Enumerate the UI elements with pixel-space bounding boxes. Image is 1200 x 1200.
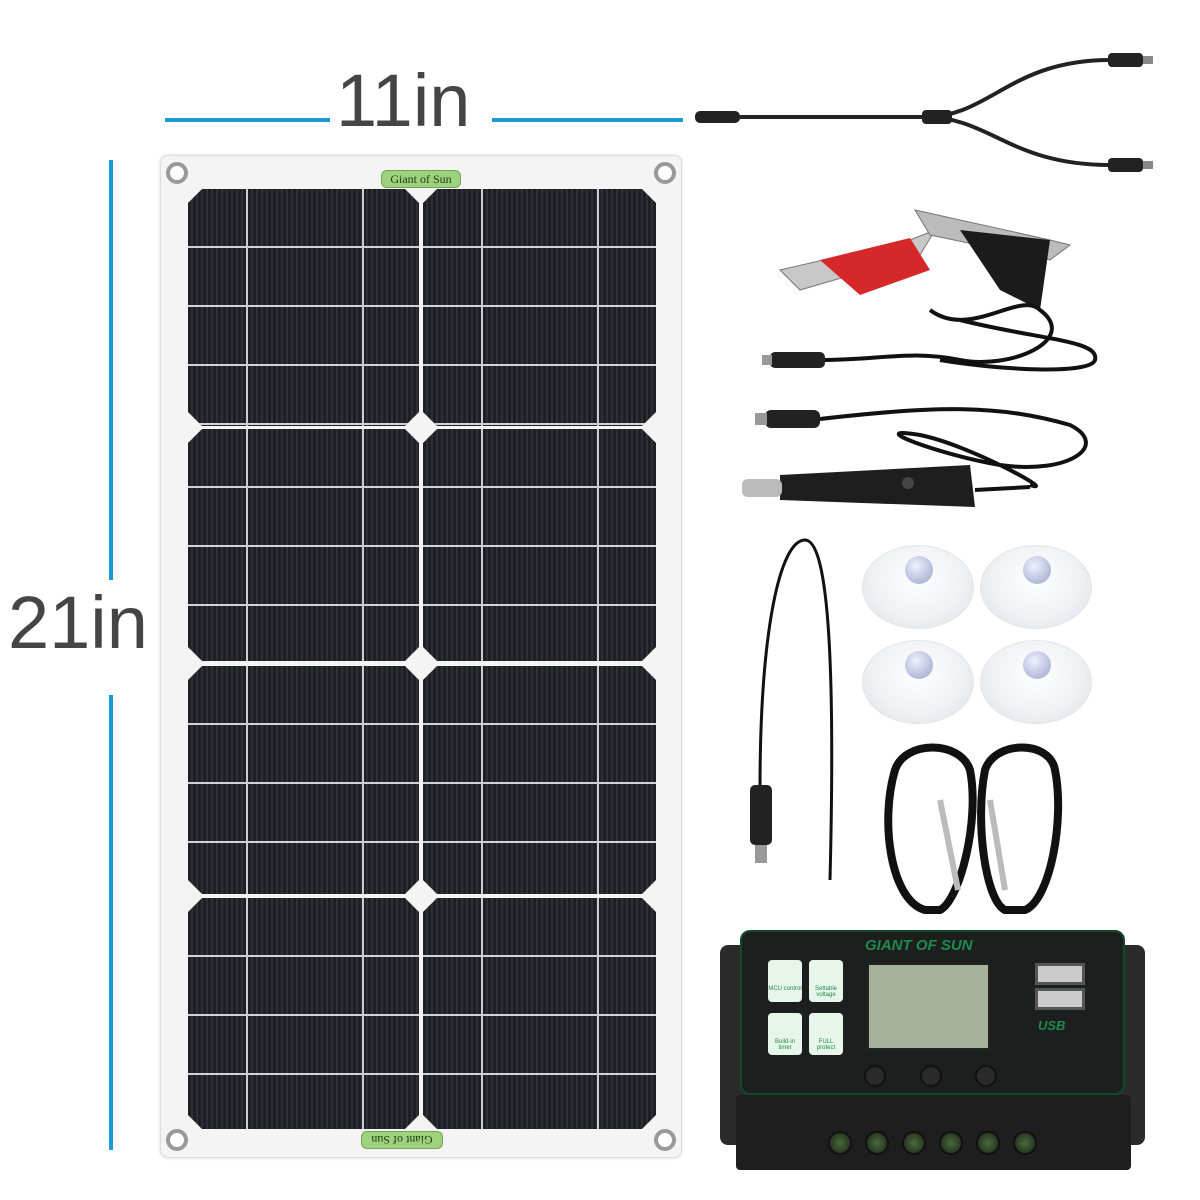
- feature-build-in-timer: Build-in timer: [768, 1013, 802, 1055]
- terminal-screw: [976, 1131, 1000, 1155]
- busbar: [246, 666, 248, 894]
- solar-cell-block: [188, 189, 419, 426]
- mount-hole: [654, 162, 676, 184]
- suction-cup: [862, 545, 974, 629]
- menu-button[interactable]: [864, 1065, 886, 1087]
- feature-settable-voltage: Settable voltage: [809, 960, 843, 1002]
- terminal-screw: [865, 1131, 889, 1155]
- width-dimension-line-right: [492, 118, 683, 122]
- mount-hole: [166, 1129, 188, 1151]
- solar-cell-block: [423, 189, 656, 426]
- solar-cell-block: [188, 898, 419, 1129]
- usb-port[interactable]: [1035, 963, 1085, 985]
- width-dimension-line-left: [165, 118, 330, 122]
- busbar: [362, 189, 364, 426]
- lcd-screen: [867, 963, 990, 1050]
- width-label: 11in: [336, 59, 471, 142]
- y-splitter-cable: [695, 53, 1153, 172]
- busbar: [597, 189, 599, 426]
- charge-controller: GIANT OF SUN MCU control Settable voltag…: [720, 925, 1145, 1170]
- suction-cup: [862, 640, 974, 724]
- terminal-cover: [736, 1095, 1131, 1170]
- busbar: [597, 666, 599, 894]
- mount-hole: [166, 162, 188, 184]
- mount-hole: [654, 1129, 676, 1151]
- busbar: [597, 429, 599, 661]
- height-dimension-line-bottom: [109, 695, 113, 1150]
- solar-cell-block: [423, 429, 656, 661]
- terminal-screw: [939, 1131, 963, 1155]
- down-button[interactable]: [975, 1065, 997, 1087]
- busbar: [481, 898, 483, 1129]
- busbar: [481, 666, 483, 894]
- solar-cell-block: [423, 898, 656, 1129]
- feature-full-protect: FULL protect: [809, 1013, 843, 1055]
- terminal-screw: [828, 1131, 852, 1155]
- brand-label-bottom: Giant of Sun: [361, 1131, 443, 1149]
- suction-cup: [980, 545, 1092, 629]
- car-charger-cable: [742, 407, 1088, 507]
- busbar: [246, 189, 248, 426]
- solar-cell-block: [188, 666, 419, 894]
- busbar: [481, 189, 483, 426]
- controller-brand: GIANT OF SUN: [865, 937, 973, 954]
- terminal-screw: [902, 1131, 926, 1155]
- height-label: 21in: [8, 581, 148, 664]
- solar-cell-block: [423, 666, 656, 894]
- usb-label: USB: [1038, 1018, 1066, 1033]
- usb-port[interactable]: [1035, 988, 1085, 1010]
- busbar: [362, 429, 364, 661]
- suction-cup: [980, 640, 1092, 724]
- solar-cell-block: [188, 429, 419, 661]
- busbar: [362, 898, 364, 1129]
- up-button[interactable]: [920, 1065, 942, 1087]
- alligator-clip-cable: [762, 209, 1098, 372]
- solar-panel: Giant of Sun Giant of Sun: [160, 155, 682, 1158]
- busbar: [481, 429, 483, 661]
- carabiners: [884, 743, 1063, 914]
- feature-mcu-control: MCU control: [768, 960, 802, 1002]
- busbar: [246, 898, 248, 1129]
- busbar: [362, 666, 364, 894]
- busbar: [246, 429, 248, 661]
- height-dimension-line-top: [109, 160, 113, 580]
- extension-cable: [750, 538, 834, 881]
- brand-label-top: Giant of Sun: [381, 170, 461, 188]
- terminal-screw: [1013, 1131, 1037, 1155]
- busbar: [597, 898, 599, 1129]
